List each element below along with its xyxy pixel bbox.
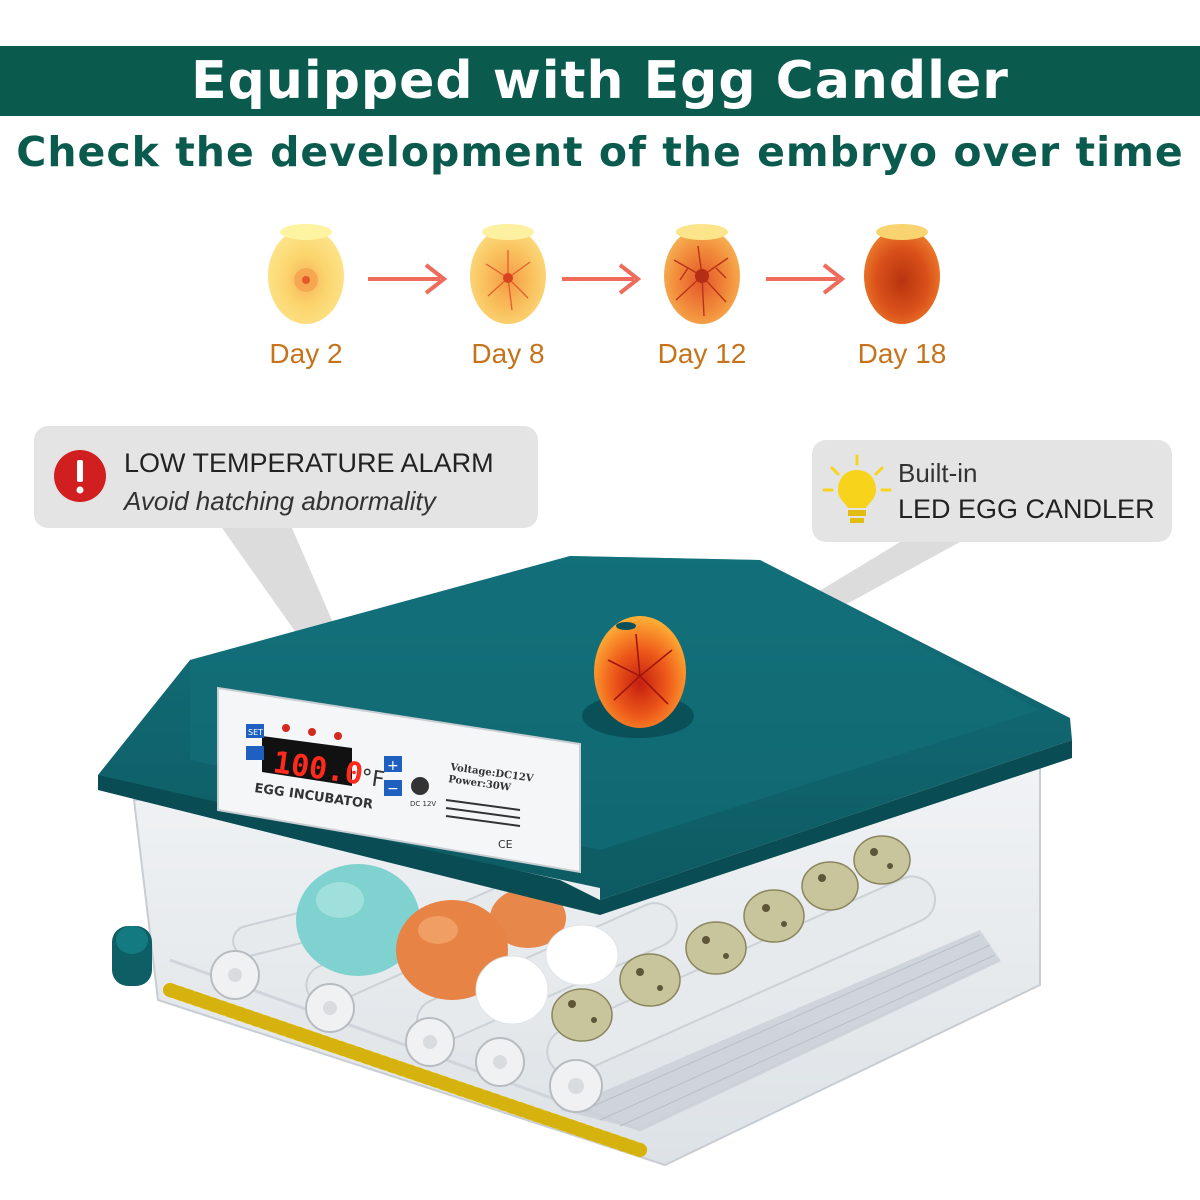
mesh-floor [560, 930, 1000, 1130]
title-banner: Equipped with Egg Candler [0, 46, 1200, 116]
temperature-display [262, 736, 352, 786]
day-label: Day 2 [269, 338, 343, 369]
stage-day-12: Day 12 [642, 220, 762, 380]
egg-day-2-image [268, 224, 344, 324]
candler-callout: Built-in LED EGG CANDLER [812, 440, 1172, 542]
arrow-right-icon [562, 263, 642, 295]
exclamation-icon [54, 450, 106, 502]
dc-jack [411, 777, 429, 795]
arrow-right-icon [766, 263, 846, 295]
candler-line-2: LED EGG CANDLER [898, 494, 1155, 524]
light-button[interactable] [246, 746, 264, 760]
ce-mark: CE [498, 838, 513, 851]
set-button[interactable] [246, 724, 264, 738]
alarm-title: LOW TEMPERATURE ALARM [124, 448, 494, 478]
egg-day-18-image [864, 224, 940, 324]
day-label: Day 18 [857, 338, 947, 369]
arrow-right-icon [368, 263, 448, 295]
alarm-description: Avoid hatching abnormality [124, 486, 436, 516]
day-label: Day 12 [657, 338, 747, 369]
svg-text:SET: SET [248, 728, 263, 737]
lightbulb-icon [822, 454, 892, 523]
svg-text:DC 12V: DC 12V [410, 800, 436, 808]
egg-day-8-image [470, 224, 546, 324]
svg-text:−: − [387, 781, 399, 797]
white-egg [475, 955, 549, 1025]
page-title: Equipped with Egg Candler [191, 51, 1009, 111]
egg-day-12-image [664, 224, 740, 324]
day-label: Day 8 [471, 338, 545, 369]
alarm-callout: LOW TEMPERATURE ALARM Avoid hatching abn… [34, 426, 538, 528]
page-subtitle: Check the development of the embryo over… [16, 128, 1184, 176]
stage-day-2: Day 2 [246, 220, 366, 380]
quail-egg [853, 835, 911, 885]
stage-day-18: Day 18 [842, 220, 962, 380]
svg-text:+: + [387, 758, 399, 774]
white-egg [545, 924, 619, 986]
stage-day-8: Day 8 [448, 220, 568, 380]
unit-label: °F [359, 765, 386, 793]
plus-button[interactable] [384, 756, 402, 772]
candler-line-1: Built-in [898, 458, 978, 488]
minus-button[interactable] [384, 780, 402, 796]
